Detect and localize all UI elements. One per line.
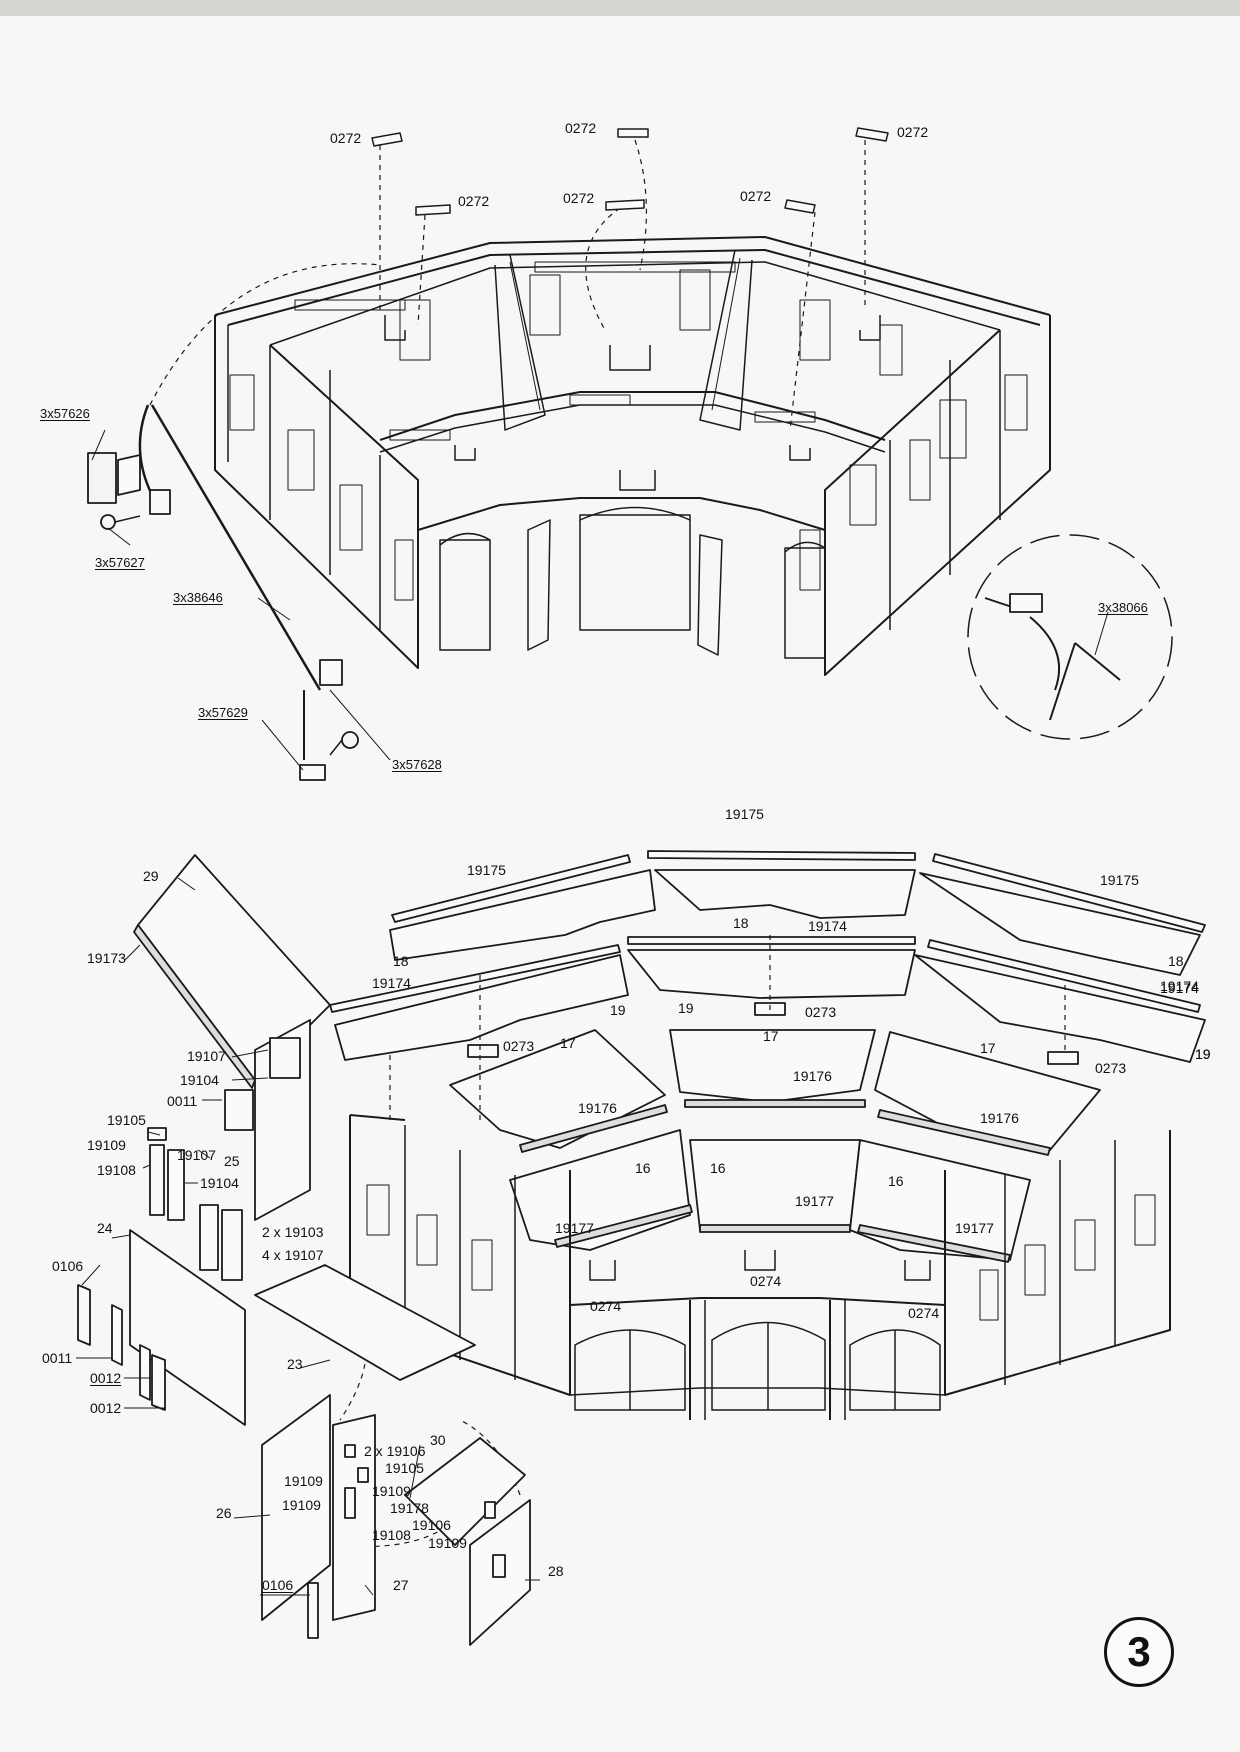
part-label: 19108 bbox=[372, 1527, 411, 1543]
part-label: 0273 bbox=[1095, 1060, 1127, 1076]
part-label: 19104 bbox=[180, 1072, 219, 1088]
part-label: 19107 bbox=[187, 1048, 226, 1064]
roundhouse-bottom-view bbox=[349, 1114, 1171, 1420]
part-label: 29 bbox=[143, 868, 159, 884]
part-label: 0272 bbox=[740, 188, 772, 204]
part-label: 19177 bbox=[555, 1220, 594, 1236]
part-label: 25 bbox=[224, 1153, 240, 1169]
part-label: 19174 bbox=[1160, 978, 1199, 994]
roof-panels-exploded bbox=[329, 850, 1206, 1263]
part-label: 19108 bbox=[97, 1162, 136, 1178]
part-label: 0011 bbox=[167, 1093, 198, 1109]
part-label: 28 bbox=[548, 1563, 564, 1579]
part-label: 19177 bbox=[795, 1193, 834, 1209]
part-label: 19109 bbox=[284, 1473, 323, 1489]
part-label: 19109 bbox=[87, 1137, 126, 1153]
part-label: 24 bbox=[97, 1220, 113, 1236]
part-label: 16 bbox=[888, 1173, 904, 1189]
part-label: 19109 bbox=[282, 1497, 321, 1513]
part-label: 3x57628 bbox=[392, 757, 442, 772]
part-label: 19174 bbox=[372, 975, 411, 991]
part-label: 19173 bbox=[87, 950, 126, 966]
part-label: 19 bbox=[1195, 1046, 1211, 1062]
part-label: 26 bbox=[216, 1505, 232, 1521]
part-label: 0106 bbox=[52, 1258, 84, 1274]
part-label: 27 bbox=[393, 1577, 409, 1593]
part-label: 19176 bbox=[578, 1100, 617, 1116]
part-label: 0012 bbox=[90, 1370, 122, 1386]
detail-callout bbox=[967, 534, 1173, 740]
part-label: 2 x 19103 bbox=[262, 1224, 324, 1240]
part-label: 18 bbox=[1168, 953, 1184, 969]
part-label: 3x57626 bbox=[40, 406, 90, 421]
part-label: 3x57627 bbox=[95, 555, 145, 570]
part-label: 3x57629 bbox=[198, 705, 248, 720]
part-label: 19176 bbox=[793, 1068, 832, 1084]
part-label: 23 bbox=[287, 1356, 303, 1372]
part-label: 19175 bbox=[467, 862, 506, 878]
part-label: 0272 bbox=[330, 130, 362, 146]
part-label: 0272 bbox=[458, 193, 490, 209]
part-label: 0106 bbox=[262, 1577, 294, 1593]
part-label: 19109 bbox=[372, 1483, 411, 1499]
part-label: 19105 bbox=[385, 1460, 424, 1476]
scan-edge bbox=[0, 0, 1240, 16]
part-label: 18 bbox=[733, 915, 749, 931]
part-label: 3x38066 bbox=[1098, 600, 1148, 615]
part-label: 0274 bbox=[750, 1273, 782, 1289]
part-label: 19174 bbox=[808, 918, 847, 934]
part-label: 0272 bbox=[563, 190, 595, 206]
part-label: 19174 bbox=[1160, 980, 1199, 996]
part-label: 18 bbox=[393, 953, 409, 969]
part-label: 0274 bbox=[908, 1305, 940, 1321]
part-label: 0272 bbox=[897, 124, 929, 140]
part-label: 19105 bbox=[107, 1112, 146, 1128]
part-label: 17 bbox=[763, 1028, 779, 1044]
part-label: 0273 bbox=[503, 1038, 535, 1054]
part-label: 19106 bbox=[412, 1517, 451, 1533]
part-label: 19104 bbox=[200, 1175, 239, 1191]
part-label: 30 bbox=[430, 1432, 446, 1448]
part-label: 19 bbox=[610, 1002, 626, 1018]
part-label: 16 bbox=[635, 1160, 651, 1176]
roundhouse-top-view bbox=[149, 127, 1051, 676]
part-label: 19175 bbox=[725, 806, 764, 822]
part-label: 19 bbox=[678, 1000, 694, 1016]
part-label: 19177 bbox=[955, 1220, 994, 1236]
wire-mechanism bbox=[87, 404, 391, 781]
page-number-badge: 3 bbox=[1104, 1617, 1174, 1687]
part-label: 19176 bbox=[980, 1110, 1019, 1126]
part-label: 19175 bbox=[1100, 872, 1139, 888]
part-label: 17 bbox=[980, 1040, 996, 1056]
part-label: 0011 bbox=[42, 1350, 73, 1366]
part-label: 19 bbox=[1195, 1046, 1211, 1062]
part-label: 0012 bbox=[90, 1400, 122, 1416]
part-label: 19109 bbox=[428, 1535, 467, 1551]
part-label: 3x38646 bbox=[173, 590, 223, 605]
part-label: 19107 bbox=[177, 1147, 216, 1163]
part-label: 16 bbox=[710, 1160, 726, 1176]
part-label: 19178 bbox=[390, 1500, 429, 1516]
part-label: 0272 bbox=[565, 120, 597, 136]
annex-parts bbox=[77, 854, 531, 1646]
part-label: 4 x 19107 bbox=[262, 1247, 324, 1263]
part-label: 0274 bbox=[590, 1298, 622, 1314]
part-label: 0273 bbox=[805, 1004, 837, 1020]
part-label: 17 bbox=[560, 1035, 576, 1051]
part-label: 2 x 19106 bbox=[364, 1443, 426, 1459]
